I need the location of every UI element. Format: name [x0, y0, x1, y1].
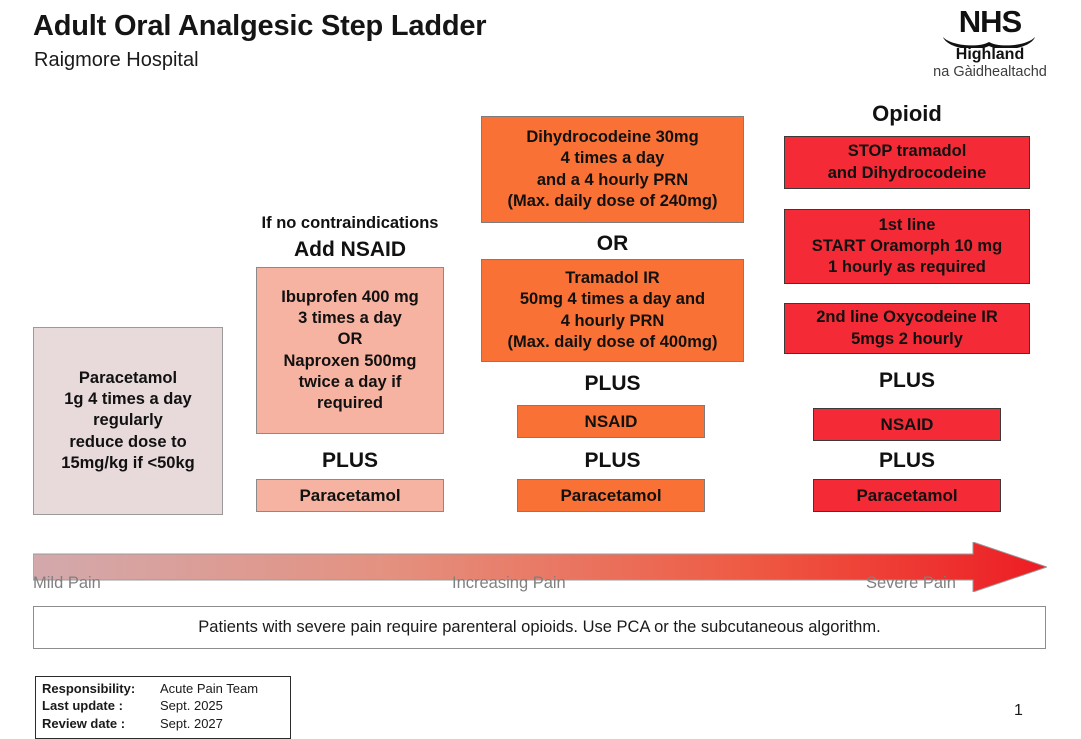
step3-dihydrocodeine-box: Dihydrocodeine 30mg 4 times a day and a … [481, 116, 744, 223]
meta-key-review-date: Review date : [42, 715, 126, 731]
step3-boxb-line-3: 4 hourly PRN [560, 311, 665, 330]
step4-oxycodeine-box: 2nd line Oxycodeine IR 5mgs 2 hourly [784, 303, 1030, 354]
step1-line-3: regularly [93, 411, 163, 430]
step4-boxb-line-2: START Oramorph 10 mg [811, 236, 1003, 255]
step3-nsaid-box: NSAID [517, 405, 705, 438]
step1-line-1: Paracetamol [78, 369, 178, 388]
step1-line-2: 1g 4 times a day [64, 390, 192, 409]
step3-paracetamol-label: Paracetamol [560, 485, 662, 505]
meta-value-responsibility: Acute Pain Team [160, 681, 259, 696]
page-title: Adult Oral Analgesic Step Ladder [33, 10, 487, 42]
step4-nsaid-box: NSAID [813, 408, 1001, 441]
step3-boxa-line-1: Dihydrocodeine 30mg [526, 128, 699, 147]
step2-heading: Add NSAID [294, 238, 406, 261]
step1-line-4: reduce dose to [69, 432, 187, 451]
step4-boxa-line-1: STOP tramadol [847, 142, 967, 161]
step4-stop-box: STOP tramadol and Dihydrocodeine [784, 136, 1030, 189]
step4-heading: Opioid [872, 101, 942, 126]
nhs-region-gaelic-label: na Gàidhealtachd [933, 64, 1047, 80]
table-row: Last update : Sept. 2025 [42, 698, 284, 715]
pain-label-mild: Mild Pain [33, 574, 101, 592]
step3-boxb-line-1: Tramadol IR [565, 269, 660, 288]
nhs-highland-logo: NHS Highland na Gàidhealtachd [915, 6, 1065, 80]
page-subtitle: Raigmore Hospital [34, 49, 199, 71]
step4-paracetamol-label: Paracetamol [856, 485, 958, 505]
step4-boxb-line-1: 1st line [878, 215, 936, 234]
document-control-table: Responsibility: Acute Pain Team Last upd… [35, 676, 291, 739]
step3-plus-label-2: PLUS [584, 449, 641, 472]
step3-plus-label-1: PLUS [584, 372, 641, 395]
nhs-swoosh-icon [915, 36, 1065, 50]
step2-line-6: required [316, 393, 384, 412]
step2-line-2: 3 times a day [298, 309, 402, 328]
pain-label-severe: Severe Pain [866, 574, 956, 592]
step3-paracetamol-box: Paracetamol [517, 479, 705, 512]
step4-oramorph-box: 1st line START Oramorph 10 mg 1 hourly a… [784, 209, 1030, 284]
step1-paracetamol-box: Paracetamol 1g 4 times a day regularly r… [33, 327, 223, 515]
step1-line-5: 15mg/kg if <50kg [61, 453, 195, 472]
meta-key-last-update: Last update : [42, 698, 123, 714]
step2-line-1: Ibuprofen 400 mg [281, 288, 419, 307]
step4-plus-label-2: PLUS [878, 449, 935, 472]
severe-pain-note-text: Patients with severe pain require parent… [198, 618, 881, 636]
meta-value-review-date: Sept. 2027 [160, 715, 223, 731]
meta-key-responsibility: Responsibility: [42, 681, 136, 696]
step2-line-4: Naproxen 500mg [283, 351, 417, 370]
step4-boxc-line-1: 2nd line Oxycodeine IR [816, 308, 998, 327]
meta-value-last-update: Sept. 2025 [160, 698, 223, 714]
severe-pain-note: Patients with severe pain require parent… [33, 606, 1046, 649]
table-row: Responsibility: Acute Pain Team [42, 681, 284, 698]
step4-boxa-line-2: and Dihydrocodeine [827, 163, 987, 182]
step4-plus-label-1: PLUS [878, 369, 935, 392]
step3-nsaid-label: NSAID [584, 411, 638, 431]
step2-line-3: OR [337, 330, 363, 349]
pain-label-increasing: Increasing Pain [452, 574, 566, 592]
step2-nsaid-box: Ibuprofen 400 mg 3 times a day OR Naprox… [256, 267, 444, 434]
step4-boxc-line-2: 5mgs 2 hourly [851, 329, 963, 348]
step4-paracetamol-box: Paracetamol [813, 479, 1001, 512]
pain-severity-arrow [32, 541, 1049, 593]
step3-boxa-line-2: 4 times a day [560, 149, 665, 168]
step3-boxa-line-3: and a 4 hourly PRN [536, 170, 689, 189]
step3-boxb-line-4: (Max. daily dose of 400mg) [507, 332, 718, 351]
step2-subheading: If no contraindications [261, 214, 439, 232]
step3-boxb-line-2: 50mg 4 times a day and [519, 290, 706, 309]
table-row: Review date : Sept. 2027 [42, 716, 284, 733]
step2-paracetamol-box: Paracetamol [256, 479, 444, 512]
nhs-region-label: Highland [955, 46, 1025, 63]
step3-tramadol-box: Tramadol IR 50mg 4 times a day and 4 hou… [481, 259, 744, 362]
step2-paracetamol-label: Paracetamol [299, 485, 401, 505]
step2-plus-label: PLUS [321, 449, 378, 472]
step3-or-label: OR [596, 232, 629, 255]
nhs-logo-text: NHS [958, 4, 1022, 39]
page-number: 1 [1014, 702, 1023, 719]
step2-line-5: twice a day if [298, 372, 402, 391]
step3-boxa-line-4: (Max. daily dose of 240mg) [507, 191, 718, 210]
step4-nsaid-label: NSAID [880, 414, 934, 434]
step4-boxb-line-3: 1 hourly as required [828, 258, 986, 277]
